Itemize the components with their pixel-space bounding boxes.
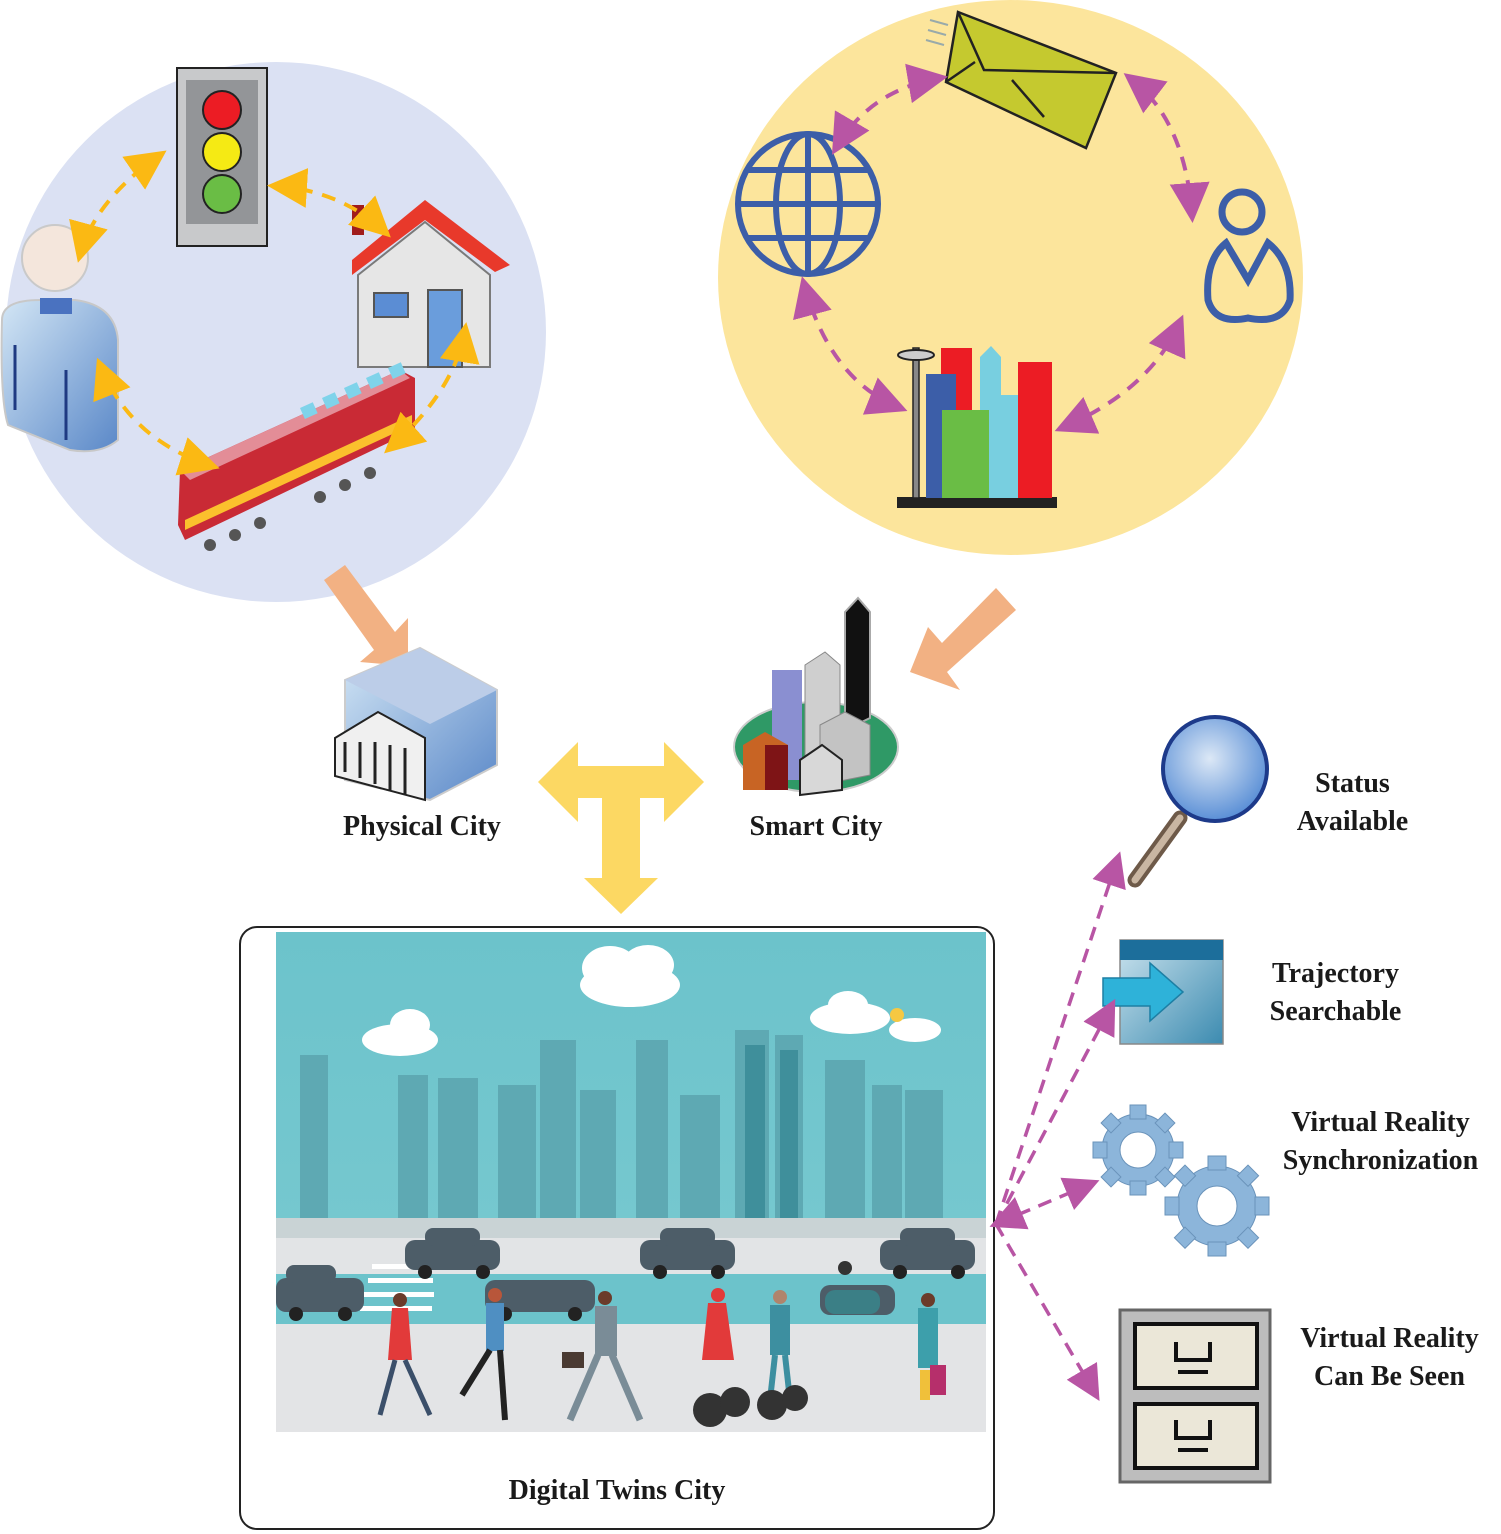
envelope-icon (925, 10, 1118, 150)
house-icon (352, 200, 510, 368)
cabinet-icon (1118, 1308, 1272, 1484)
smart-cycle-arrows (793, 63, 1210, 434)
feature-line2: Available (1296, 806, 1409, 837)
city-buildings-icon (897, 346, 1057, 508)
t-arrow (538, 742, 704, 914)
feature-vr-can-be-seen: Virtual Reality Can Be Seen (1282, 1320, 1497, 1396)
gears-icon (1092, 1104, 1270, 1257)
feature-trajectory-searchable: Trajectory Searchable (1238, 955, 1433, 1031)
window-arrow-icon (1102, 939, 1224, 1045)
feature-line1: Status (1315, 768, 1390, 799)
feature-line1: Virtual Reality (1300, 1323, 1479, 1354)
feature-arrows (989, 851, 1126, 1402)
smart-to-city-arrow (910, 588, 1016, 690)
feature-status-available: Status Available (1260, 765, 1445, 841)
traffic-light-icon (176, 67, 268, 247)
feature-line1: Virtual Reality (1291, 1107, 1470, 1138)
digital-twins-city-scene (276, 932, 986, 1432)
physical-city-label: Physical City (343, 811, 501, 842)
person-icon (0, 224, 119, 453)
user-outline-icon (1204, 188, 1294, 323)
globe-icon (735, 131, 881, 277)
physical-city-icon (334, 646, 498, 802)
physical-to-city-arrow (324, 565, 408, 666)
magnifier-icon (1127, 715, 1269, 888)
smart-city-icon (733, 596, 899, 797)
smart-city-label: Smart City (749, 811, 883, 842)
train-icon (178, 362, 415, 551)
digital-twins-city-label: Digital Twins City (508, 1475, 726, 1506)
feature-line2: Searchable (1269, 996, 1402, 1027)
physical-cycle-arrows (69, 150, 480, 476)
feature-line1: Trajectory (1272, 958, 1399, 989)
feature-vr-synchronization: Virtual Reality Synchronization (1268, 1104, 1493, 1180)
feature-line2: Synchronization (1282, 1145, 1479, 1176)
feature-line2: Can Be Seen (1314, 1361, 1465, 1392)
